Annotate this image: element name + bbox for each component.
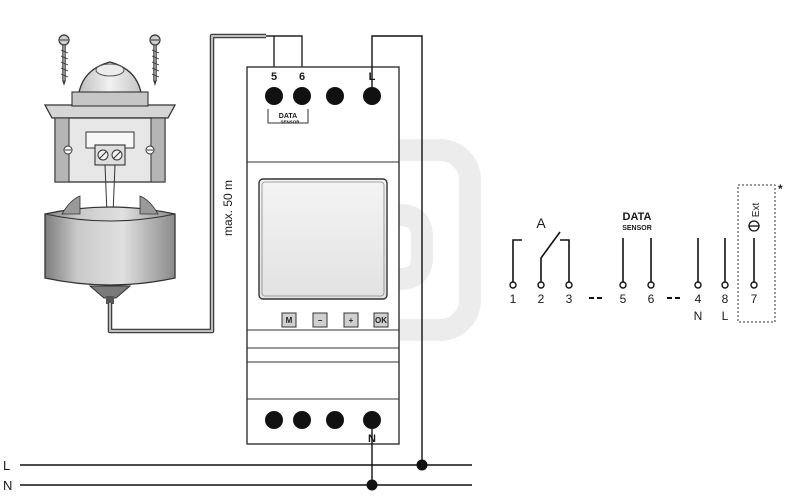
svg-text:+: + [349,316,354,325]
ext-input-box [737,184,776,323]
button-ok: OK [373,312,389,328]
schematic-data-label: DATA [623,211,652,223]
schematic-sensor-label: SENSOR [622,225,652,232]
schematic-terminal-7: 7 [751,292,758,306]
sensor-base [43,91,177,183]
mains-label-n: N [3,478,12,493]
schematic-terminal-dots [509,281,758,289]
device-data-label: DATA [279,113,297,120]
sensor-dome [77,61,143,101]
svg-text:OK: OK [375,316,387,325]
top-terminal-5 [265,87,283,105]
bottom-terminal-3 [326,411,344,429]
top-terminal-empty [326,87,344,105]
top-terminal-l [363,87,381,105]
sensor-terminal-block [94,144,126,166]
temperature-sensor [43,34,177,304]
schematic-sub-label-l: L [722,309,729,323]
cable-length-label: max. 50 m [221,180,235,236]
schematic-terminal-8: 8 [722,292,729,306]
sensor-shell [44,195,176,304]
schematic-terminal-2: 2 [538,292,545,306]
mains-label-l: L [3,458,10,473]
svg-text:M: M [286,316,293,325]
contact-label-a: A [536,215,546,231]
ext-asterisk: * [778,182,783,196]
top-terminal-6 [293,87,311,105]
mounting-screw-left [58,34,70,86]
relay-contact [512,231,570,282]
terminal-label-5: 5 [271,71,277,83]
button-plus: + [343,312,359,328]
mains-lines: L N [3,458,472,493]
l-wire [371,35,423,485]
mounting-screw-right [149,34,161,86]
schematic-terminal-4: 4 [695,292,702,306]
svg-text:−: − [318,316,323,325]
bottom-terminal-n [363,411,381,429]
schematic-sub-label-n: N [694,309,703,323]
button-m: M [281,312,297,328]
button-minus: − [312,312,328,328]
terminal-label-6: 6 [299,71,305,83]
ext-label: Ext [751,203,762,218]
schematic-terminal-3: 3 [566,292,573,306]
schematic-terminal-6: 6 [648,292,655,306]
ext-input-symbol [748,220,760,232]
junction-n [366,479,378,491]
schematic-terminal-5: 5 [620,292,627,306]
terminal-schematic: A DATA SENSOR 1 2 [509,182,783,323]
junction-l [416,459,428,471]
bottom-terminal-2 [293,411,311,429]
device-display [258,178,388,300]
bottom-terminal-1 [265,411,283,429]
timer-device: 5 6 L DATA SENSOR M − + OK [246,66,400,445]
sensor-cable [107,33,303,334]
schematic-terminal-1: 1 [510,292,517,306]
device-sensor-label: SENSOR [280,120,300,125]
